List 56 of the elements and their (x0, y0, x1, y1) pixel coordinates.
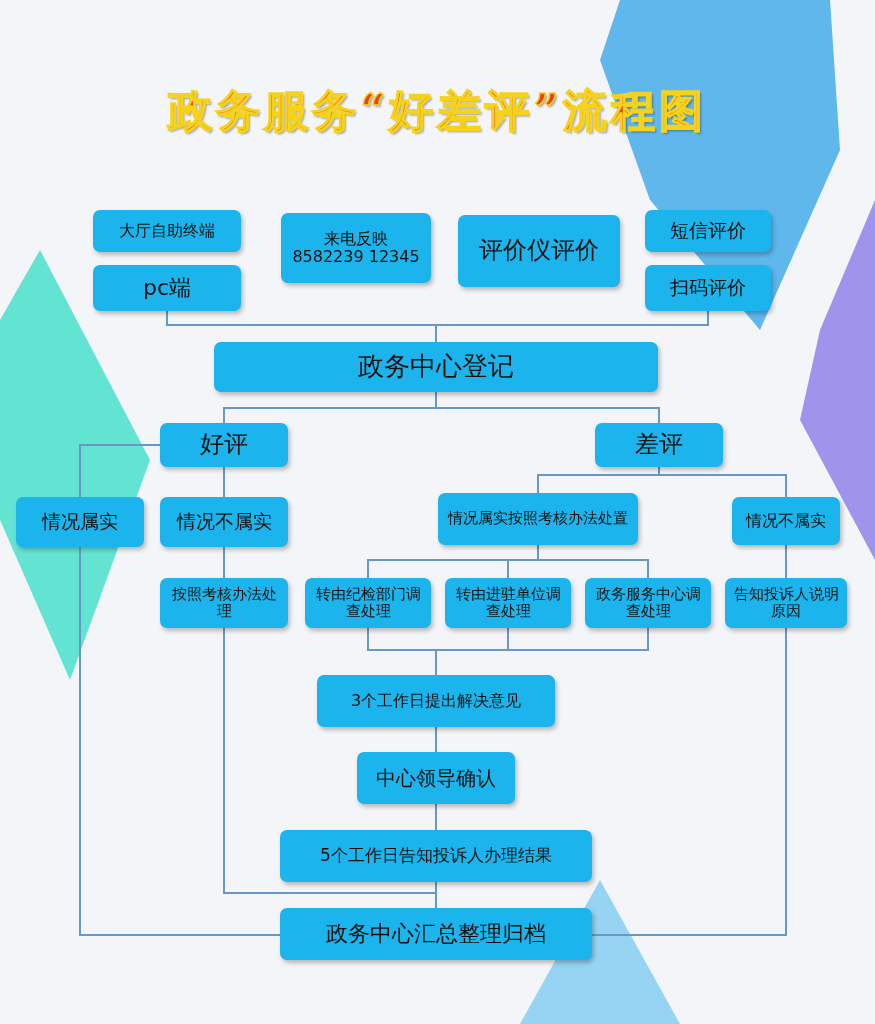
box-label: 情况属实按照考核办法处置 (448, 510, 628, 528)
box-label: 政务中心登记 (358, 352, 514, 382)
box-label: 3个工作日提出解决意见 (350, 691, 522, 711)
process-box (732, 497, 840, 545)
process-box (281, 213, 431, 283)
connector-line (435, 803, 437, 831)
process-box (645, 265, 771, 311)
box-label: 告知投诉人说明原因 (732, 585, 840, 621)
connector-line (435, 310, 709, 343)
process-box (93, 210, 241, 252)
process-box (595, 423, 723, 467)
box-label: 转由进驻单位调查处理 (454, 585, 562, 621)
box-label: 中心领导确认 (376, 766, 496, 790)
process-box (585, 578, 711, 628)
process-box (16, 497, 144, 547)
process-box (725, 578, 847, 628)
connector-line (223, 466, 225, 498)
connector-line (591, 627, 787, 936)
box-label: 好评 (200, 431, 248, 459)
process-box (458, 215, 620, 287)
connector-line (537, 544, 649, 579)
connector-line (435, 726, 437, 753)
process-box (357, 752, 515, 804)
box-label: 情况属实 (42, 511, 118, 533)
process-box (160, 578, 288, 628)
connector-line (785, 544, 787, 579)
process-box (317, 675, 555, 727)
box-label: 情况不属实 (176, 511, 272, 533)
process-box (438, 493, 638, 545)
process-box (160, 497, 288, 547)
process-box (160, 423, 288, 467)
box-label: 转由纪检部门调查处理 (314, 585, 422, 621)
box-label: 短信评价 (670, 220, 746, 242)
process-box (214, 342, 658, 392)
box-label: pc端 (142, 275, 192, 301)
box-label: 政务服务中心调查处理 (594, 585, 702, 621)
box-label: 扫码评价 (670, 277, 746, 299)
process-box (305, 578, 431, 628)
process-box (645, 210, 771, 252)
box-label: 5个工作日告知投诉人办理结果 (320, 846, 552, 866)
box-label: 差评 (635, 431, 683, 459)
connector-line (435, 391, 660, 424)
box-label: 大厅自助终端 (119, 221, 215, 241)
box-label: 政务中心汇总整理归档 (326, 921, 546, 947)
process-box (93, 265, 241, 311)
process-box (280, 908, 592, 960)
box-label: 来电反映 8582239 12345 (291, 229, 421, 267)
connector-line (79, 444, 161, 498)
process-box (445, 578, 571, 628)
connector-line (79, 546, 281, 936)
box-label: 按照考核办法处理 (170, 585, 278, 621)
connector-line (223, 546, 225, 579)
box-label: 情况不属实 (746, 511, 826, 531)
connector-line (435, 627, 649, 676)
process-box (280, 830, 592, 882)
box-label: 评价仪评价 (479, 237, 599, 265)
